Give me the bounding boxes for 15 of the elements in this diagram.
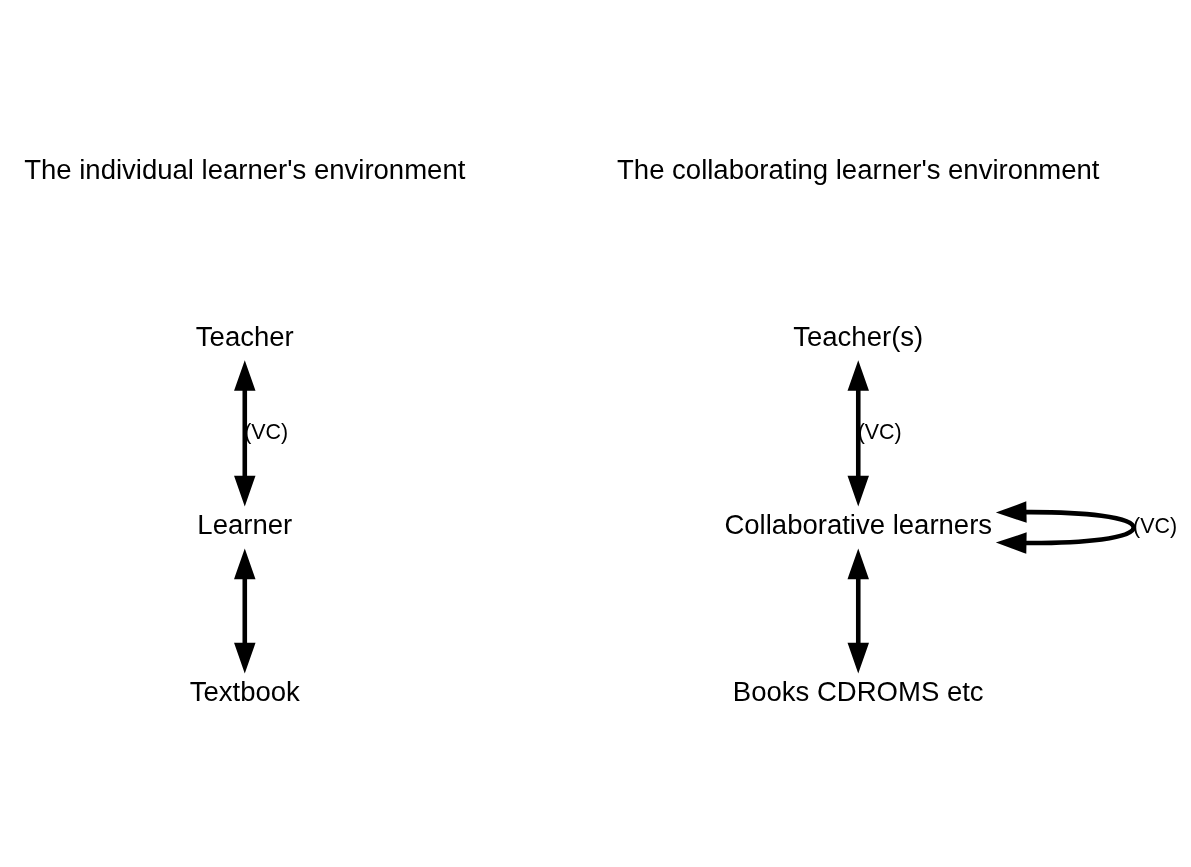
node-text: Textbook [189, 676, 300, 708]
arrow [847, 360, 869, 507]
node-text: Books CDROMS etc [732, 676, 984, 708]
arrow [234, 548, 256, 674]
node-text: Collaborative learners [724, 509, 993, 541]
arrow [995, 501, 1136, 554]
label: The collaborating learner's environment [617, 154, 1100, 186]
node-text: Learner [197, 509, 293, 541]
node-text: Teacher [195, 321, 294, 353]
edge-label: (VC) [1133, 514, 1178, 539]
arrow [234, 360, 256, 507]
arrow [847, 548, 869, 674]
edge-label: (VC) [857, 420, 902, 445]
label: The individual learner's environment [24, 154, 466, 186]
node-text: Teacher(s) [793, 321, 924, 353]
